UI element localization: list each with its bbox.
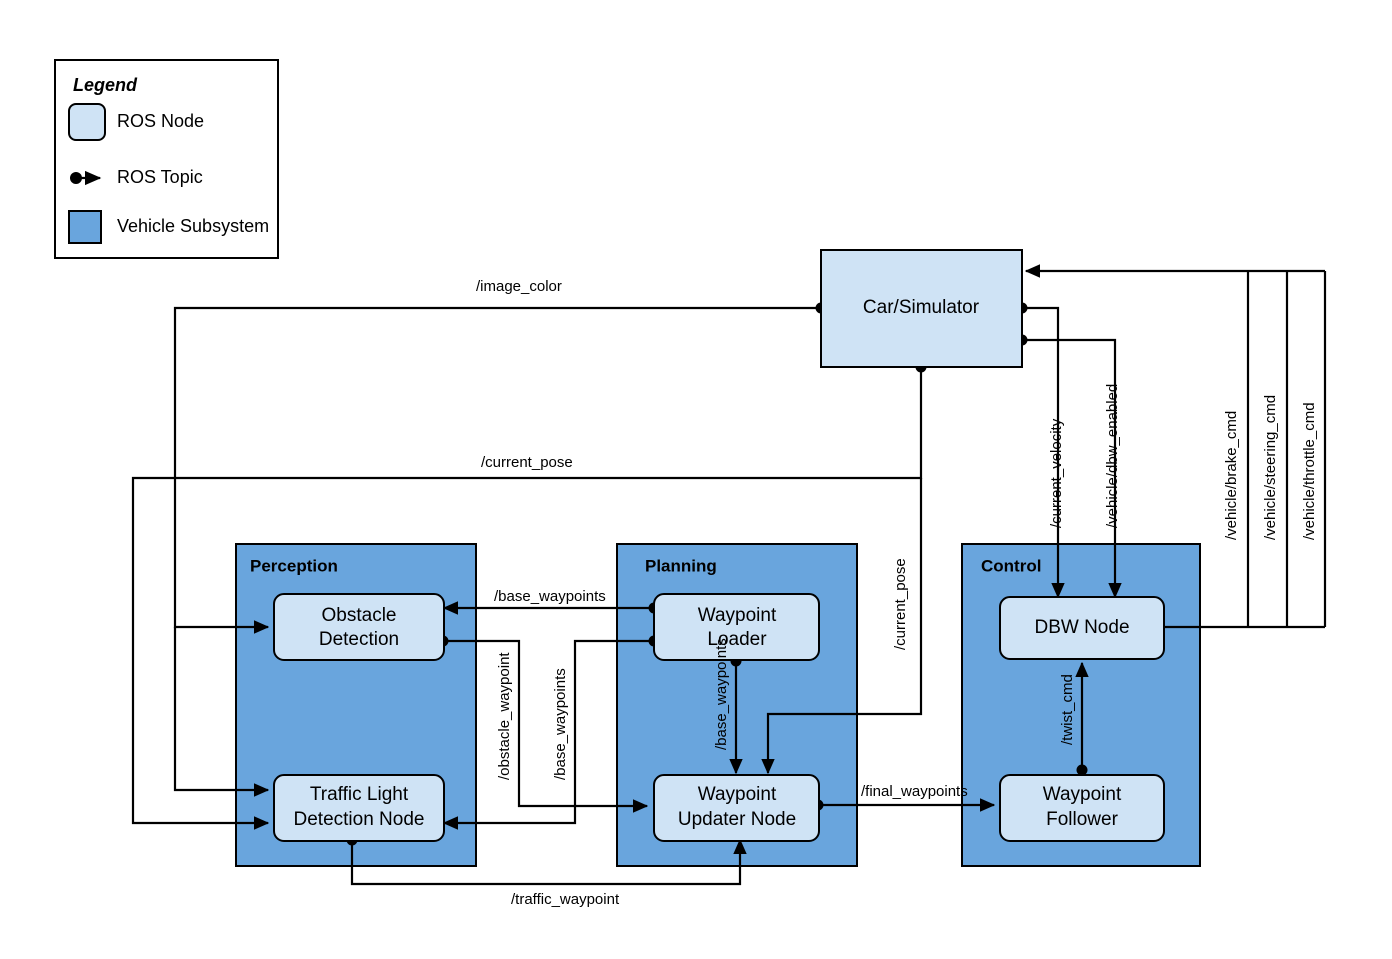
edge-twist-cmd: [1075, 661, 1089, 776]
node-traffic-light-detection-node[interactable]: Traffic Light Detection Node: [273, 774, 445, 842]
legend-item-ros-topic-label: ROS Topic: [117, 167, 203, 187]
topic-label-traffic-waypoint: /traffic_waypoint: [511, 891, 620, 908]
topic-label-current-velocity: /current_velocity: [1048, 418, 1065, 528]
legend: Legend ROS Node ROS Topic Vehicle Subsys…: [54, 59, 279, 259]
dbw-node-label: DBW Node: [1034, 617, 1129, 638]
waypoint-updater-node-rect[interactable]: [653, 774, 820, 842]
waypoint-loader-label-line1: Waypoint: [698, 605, 777, 626]
legend-item-vehicle-subsystem-label: Vehicle Subsystem: [117, 216, 269, 236]
node-dbw-node[interactable]: DBW Node: [999, 596, 1165, 660]
topic-label-base-waypoints-top: /base_waypoints: [494, 588, 606, 605]
ros-topic-swatch-icon: [70, 170, 102, 186]
legend-item-ros-node-label: ROS Node: [117, 111, 204, 131]
obstacle-detection-label-line2: Detection: [319, 629, 399, 650]
topic-label-vehicle-dbw-enabled: /vehicle/dbw_enabled: [1104, 384, 1121, 528]
node-waypoint-updater-node[interactable]: Waypoint Updater Node: [653, 774, 820, 842]
waypoint-follower-rect[interactable]: [999, 774, 1165, 842]
vehicle-subsystem-swatch-icon: [68, 210, 102, 244]
topic-label-vehicle-steering-cmd: /vehicle/steering_cmd: [1262, 395, 1279, 540]
topic-label-image-color: /image_color: [476, 278, 562, 295]
traffic-light-detection-node-label-line2: Detection Node: [294, 809, 425, 830]
waypoint-updater-node-label-line1: Waypoint: [698, 784, 777, 805]
obstacle-detection-rect[interactable]: [273, 593, 445, 661]
topic-label-vehicle-throttle-cmd: /vehicle/throttle_cmd: [1301, 402, 1318, 540]
topic-label-current-pose-top: /current_pose: [481, 454, 573, 471]
waypoint-follower-label-line1: Waypoint: [1043, 784, 1122, 805]
edge-current-pose-vertical: [761, 478, 923, 775]
node-car-simulator[interactable]: Car/Simulator: [820, 249, 1023, 368]
topic-label-current-pose-vertical: /current_pose: [892, 558, 909, 650]
topic-labels: /image_color /current_pose /current_pose…: [476, 278, 1318, 908]
topic-label-twist-cmd: /twist_cmd: [1059, 674, 1076, 745]
perception-subsystem-title: Perception: [250, 556, 338, 575]
edges: [131, 264, 1327, 886]
topic-label-vehicle-brake-cmd: /vehicle/brake_cmd: [1223, 411, 1240, 540]
dbw-node-rect[interactable]: [999, 596, 1165, 660]
node-waypoint-follower[interactable]: Waypoint Follower: [999, 774, 1165, 842]
waypoint-follower-label-line2: Follower: [1046, 809, 1118, 830]
edge-dbw-command-outputs: [1024, 264, 1327, 629]
control-subsystem-title: Control: [981, 556, 1041, 575]
topic-label-base-waypoints-mid: /base_waypoints: [552, 668, 569, 780]
obstacle-detection-label-line1: Obstacle: [322, 605, 397, 626]
waypoint-loader-label-line2: Loader: [707, 629, 767, 650]
legend-title: Legend: [73, 75, 138, 95]
car-simulator-rect[interactable]: [820, 249, 1023, 368]
traffic-light-detection-node-rect[interactable]: [273, 774, 445, 842]
node-waypoint-loader[interactable]: Waypoint Loader: [653, 593, 820, 661]
topic-label-obstacle-waypoint: /obstacle_waypoint: [496, 652, 513, 780]
ros-node-swatch-icon: [68, 103, 106, 141]
traffic-light-detection-node-label-line1: Traffic Light: [310, 784, 409, 805]
car-simulator-label: Car/Simulator: [863, 297, 980, 318]
topic-label-final-waypoints: /final_waypoints: [861, 783, 968, 800]
waypoint-loader-rect[interactable]: [653, 593, 820, 661]
waypoint-updater-node-label-line2: Updater Node: [678, 809, 796, 830]
node-obstacle-detection[interactable]: Obstacle Detection: [273, 593, 445, 661]
planning-subsystem-title: Planning: [645, 556, 717, 575]
topic-label-base-waypoints-planning: /base_waypoints: [713, 638, 730, 750]
